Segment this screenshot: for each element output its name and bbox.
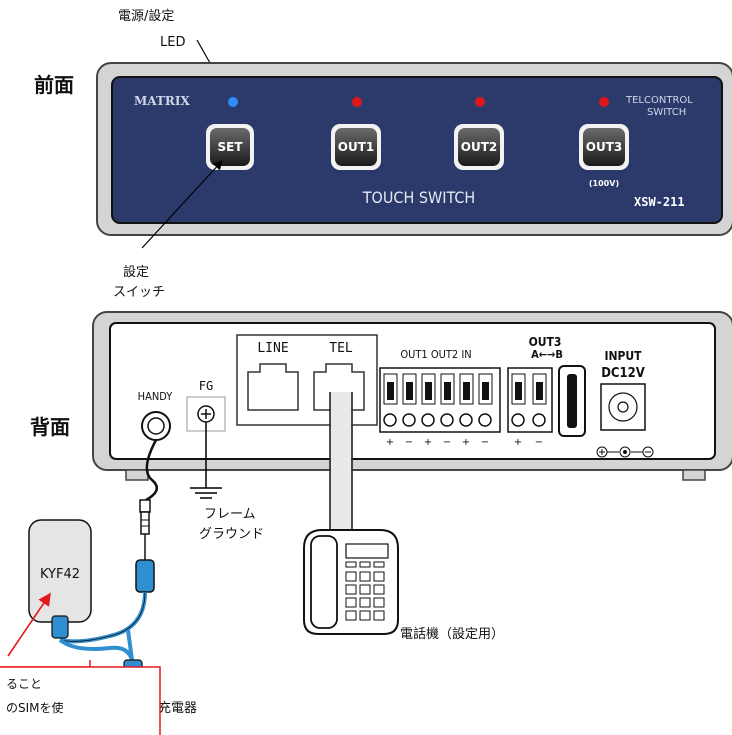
- device-connector: [51, 615, 69, 639]
- note-line1: ること: [6, 677, 42, 691]
- tel-port-label: TEL: [329, 341, 353, 356]
- out1-button-label: OUT1: [338, 140, 374, 154]
- telephone-icon: [303, 529, 399, 635]
- input-label-line1: INPUT: [604, 349, 642, 363]
- product-line2: SWITCH: [647, 107, 686, 118]
- front-panel: [111, 76, 723, 224]
- dc-polarity-symbol: [596, 446, 654, 458]
- svg-text:−: −: [481, 437, 489, 448]
- model-label: XSW-211: [634, 195, 685, 209]
- handy-jack-inner: [147, 417, 165, 435]
- handy-plug: [140, 511, 150, 535]
- note-line2: のSIMを使: [6, 700, 64, 715]
- out1-led: [352, 97, 362, 107]
- led-callout-line2: LED: [160, 35, 185, 50]
- power-led: [228, 97, 238, 107]
- out3-button-label: OUT3: [586, 140, 622, 154]
- charger-label: 充電器: [158, 700, 197, 716]
- svg-text:−: −: [405, 437, 413, 448]
- terminal-labels: OUT1 OUT2 IN: [400, 348, 471, 361]
- set-button-label: SET: [217, 140, 243, 154]
- led-callout-line1: 電源/設定: [118, 8, 174, 24]
- note-box: [0, 666, 161, 735]
- out2-button-label: OUT2: [461, 140, 497, 154]
- dc-jack: [600, 383, 646, 431]
- set-callout-line1: 設定: [123, 264, 149, 280]
- out3-terminal-label: OUT3: [529, 335, 562, 349]
- input-label-line2: DC12V: [601, 366, 645, 381]
- back-section-label: 背面: [30, 415, 70, 439]
- svg-text:+: +: [462, 437, 470, 448]
- out2-button[interactable]: OUT2: [454, 124, 504, 170]
- out3-minus: −: [535, 437, 543, 448]
- out2-led: [475, 97, 485, 107]
- svg-text:−: −: [443, 437, 451, 448]
- cable-connector-blue: [135, 559, 155, 593]
- set-callout-arrow: [141, 160, 223, 249]
- product-line1: TELCONTROL: [625, 95, 693, 106]
- handy-cable: [145, 439, 159, 502]
- phone-label: 電話機（設定用）: [400, 626, 504, 642]
- terminal-polarity: + − + − + −: [386, 437, 489, 448]
- out3-ab-label: A←→B: [531, 348, 563, 361]
- brand-logo: MATRIX: [134, 94, 190, 108]
- frame-ground-line2: グラウンド: [199, 527, 264, 542]
- line-port-label: LINE: [257, 341, 288, 356]
- device-label: KYF42: [40, 567, 80, 582]
- out3-plus: +: [514, 437, 522, 448]
- foot-left: [125, 469, 149, 481]
- frame-ground-line1: フレーム: [204, 507, 256, 522]
- svg-text:+: +: [424, 437, 432, 448]
- svg-text:+: +: [386, 437, 394, 448]
- foot-right: [682, 469, 706, 481]
- set-callout-line2: スイッチ: [113, 285, 165, 300]
- out3-voltage-note: (100V): [589, 179, 619, 188]
- ab-switch-lever: [567, 374, 577, 428]
- handy-port-label: HANDY: [138, 390, 174, 403]
- front-section-label: 前面: [34, 73, 74, 97]
- out3-button[interactable]: OUT3: [579, 124, 629, 170]
- tel-cable: [331, 392, 351, 535]
- terminal-slots: [383, 373, 493, 427]
- out1-button[interactable]: OUT1: [331, 124, 381, 170]
- out3-led: [599, 97, 609, 107]
- fg-port-label: FG: [199, 379, 213, 393]
- line-jack: [247, 363, 299, 411]
- set-button[interactable]: SET: [206, 124, 254, 170]
- note-arrow: [7, 592, 51, 657]
- touch-switch-label: TOUCH SWITCH: [362, 188, 475, 207]
